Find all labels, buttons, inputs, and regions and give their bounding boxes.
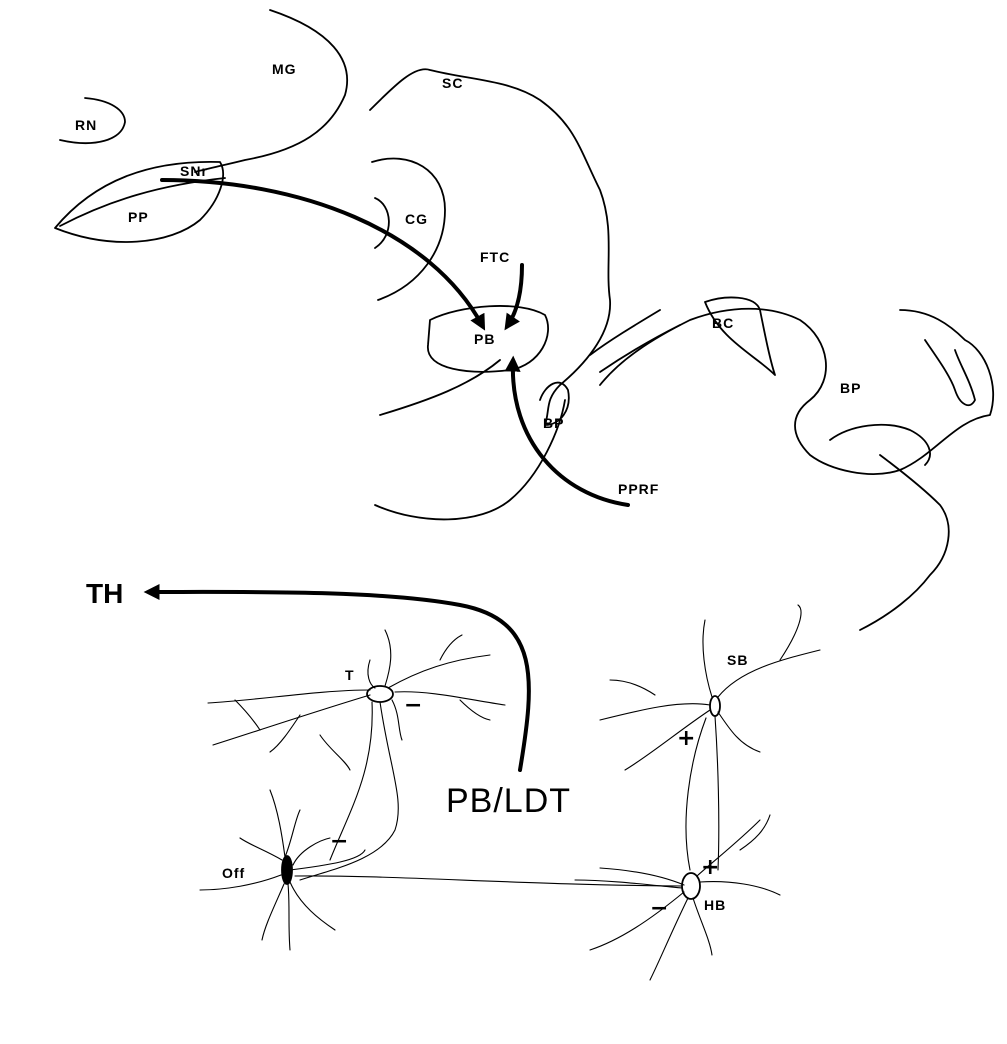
neuron-sb xyxy=(600,605,820,870)
brainstem-tail xyxy=(860,455,949,630)
label-bp-right: BP xyxy=(840,380,861,396)
label-pb-ldt: PB/LDT xyxy=(446,782,571,820)
neuron-hb-soma xyxy=(682,873,700,899)
neuron-t xyxy=(208,630,505,770)
label-t: T xyxy=(345,667,355,683)
cg-inner xyxy=(375,198,389,248)
label-ftc: FTC xyxy=(480,249,510,265)
off-minus-sign: − xyxy=(330,829,348,854)
mg-outline xyxy=(195,10,347,172)
pbldt-to-th-arrow xyxy=(150,592,529,770)
t-minus-sign: − xyxy=(404,693,422,718)
neuron-hb xyxy=(575,815,780,980)
label-snr: SNr xyxy=(180,163,208,179)
label-bc: BC xyxy=(712,315,734,331)
label-pprf: PPRF xyxy=(618,481,659,497)
pons-inner-curve xyxy=(380,360,500,415)
bp-right-inner xyxy=(830,425,930,465)
label-sc: SC xyxy=(442,75,463,91)
label-bp-mid: BP xyxy=(543,415,564,431)
bp-right-fold xyxy=(925,340,975,405)
sb-plus-sign: + xyxy=(677,726,695,751)
projection-arrows xyxy=(162,180,628,505)
pprf-to-pb-arrow xyxy=(513,362,628,505)
brain-section-outlines xyxy=(55,10,993,630)
label-cg: CG xyxy=(405,211,428,227)
pons-lower-outline xyxy=(375,400,565,519)
hb-plus-sign: + xyxy=(701,855,719,880)
label-th: TH xyxy=(86,578,123,609)
label-pp: PP xyxy=(128,209,149,225)
axon-t-to-off-a xyxy=(300,702,398,880)
label-mg: MG xyxy=(272,61,297,77)
axon-off-to-hb xyxy=(295,876,682,886)
label-off: Off xyxy=(222,865,245,881)
ftc-to-pb-arrow xyxy=(508,265,522,325)
ventral-lines xyxy=(590,310,660,355)
label-hb: HB xyxy=(704,897,726,913)
label-rn: RN xyxy=(75,117,97,133)
label-pb: PB xyxy=(474,331,495,347)
cerebellum-outline xyxy=(600,309,993,474)
neuron-t-soma xyxy=(367,686,393,702)
hb-minus-sign: − xyxy=(650,896,668,921)
label-sb: SB xyxy=(727,652,748,668)
